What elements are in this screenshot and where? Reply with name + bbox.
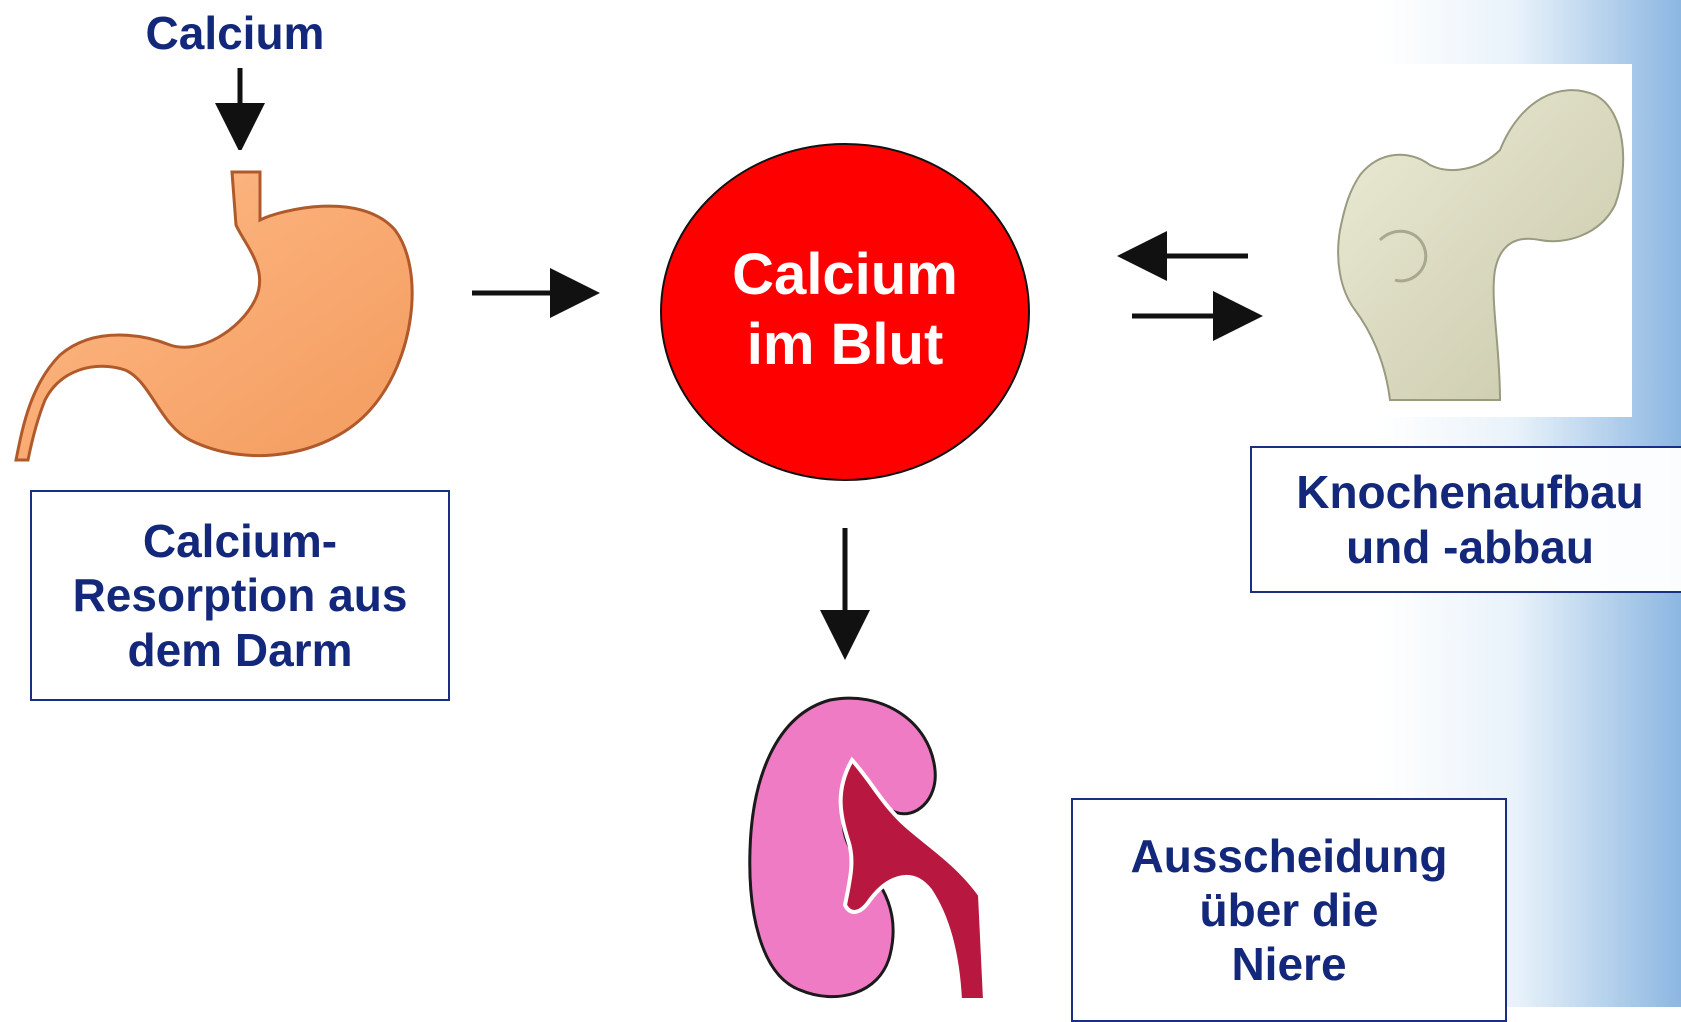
bone-label-box: Knochenaufbau und -abbau — [1250, 446, 1681, 593]
stomach-icon — [0, 150, 430, 483]
intake-label: Calcium — [110, 6, 360, 60]
intestine-label-box: Calcium- Resorption aus dem Darm — [30, 490, 450, 701]
center-label: Calcium im Blut — [665, 240, 1025, 379]
kidney-icon — [745, 680, 990, 1007]
bone-icon — [1314, 64, 1632, 417]
kidney-label: Ausscheidung über die Niere — [1131, 829, 1448, 992]
kidney-label-box: Ausscheidung über die Niere — [1071, 798, 1507, 1022]
bone-label: Knochenaufbau und -abbau — [1296, 465, 1644, 574]
intestine-label: Calcium- Resorption aus dem Darm — [73, 514, 408, 677]
